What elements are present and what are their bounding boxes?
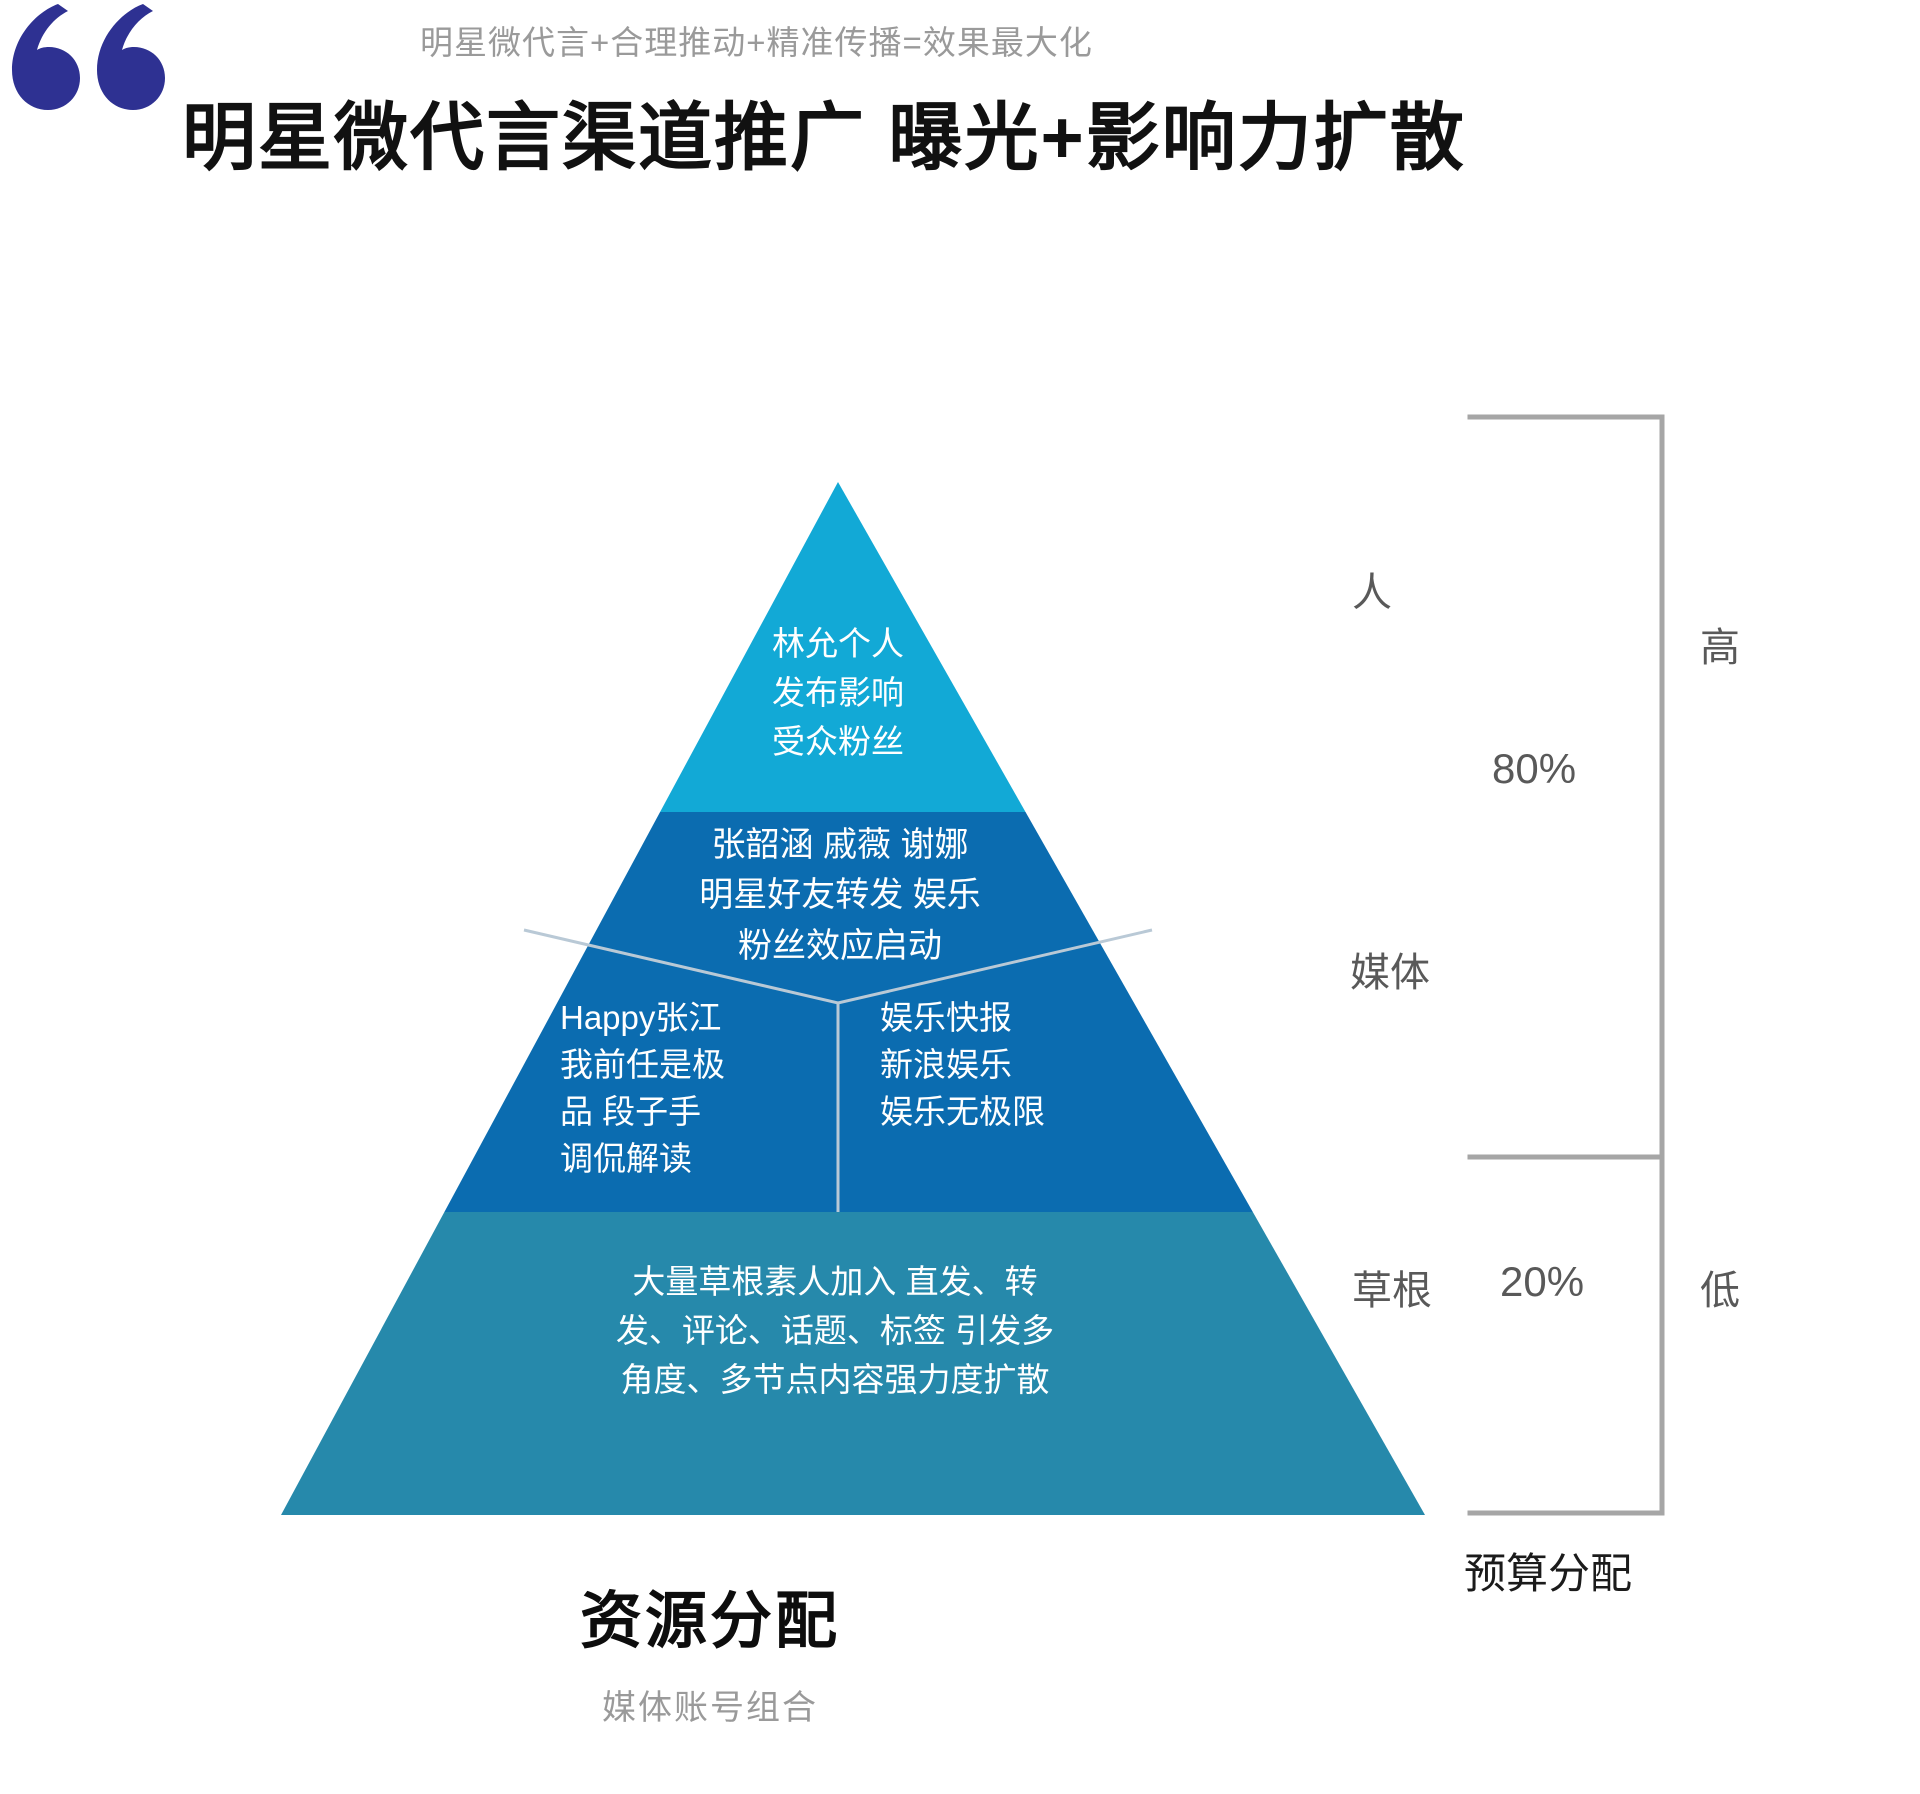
page-title: 明星微代言渠道推广 曝光+影响力扩散	[182, 96, 1466, 179]
axis-label-percent-bottom: 20%	[1500, 1258, 1585, 1305]
axis-label-percent-top: 80%	[1492, 745, 1577, 792]
axis-label-media: 媒体	[1350, 951, 1430, 995]
budget-allocation-label: 预算分配	[1464, 1550, 1633, 1597]
resource-allocation-caption: 资源分配	[579, 1587, 840, 1656]
pyramid-tier-grassroots-label: 大量草根素人加入 直发、转 发、评论、话题、标签 引发多 角度、多节点内容强力度…	[615, 1263, 1055, 1398]
axis-label-high: 高	[1700, 626, 1740, 670]
axis-label-grassroots: 草根	[1352, 1269, 1432, 1313]
pyramid-tier-person-label: 林允个人 发布影响 受众粉丝	[772, 625, 904, 760]
media-account-mix-caption: 媒体账号组合	[602, 1689, 818, 1727]
axis-label-low: 低	[1700, 1269, 1740, 1313]
pyramid-tier-celebrity-friends-label: 张韶涵 戚薇 谢娜 明星好友转发 娱乐 粉丝效应启动	[699, 826, 981, 965]
budget-bracket	[1467, 414, 1665, 1516]
eyebrow-text: 明星微代言+合理推动+精准传播=效果最大化	[420, 24, 1093, 61]
pyramid-tier-entertainment-media-label: 娱乐快报 新浪娱乐 娱乐无极限	[880, 999, 1045, 1130]
axis-label-person: 人	[1352, 571, 1392, 615]
pyramid-tier-kol-label: Happy张江 我前任是极 品 段子手 调侃解读	[560, 999, 725, 1177]
double-quote-icon	[6, 2, 176, 112]
